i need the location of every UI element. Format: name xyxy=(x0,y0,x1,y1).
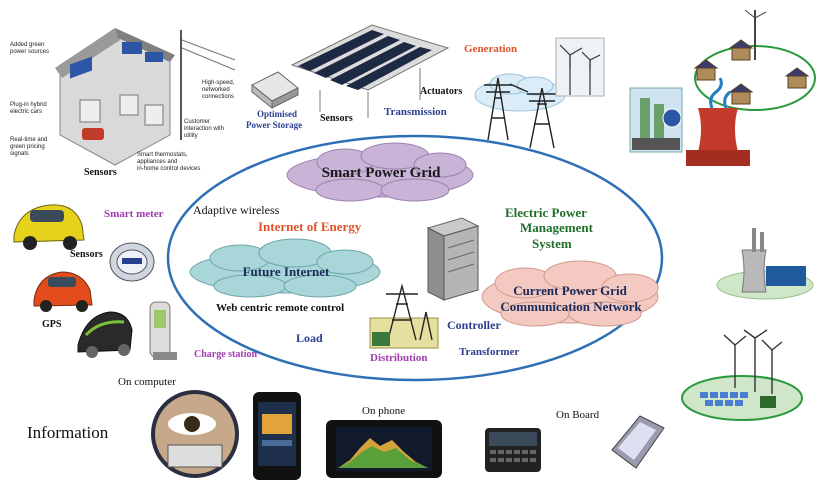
web-centric-label: Web centric remote control xyxy=(216,302,345,314)
on-phone-label: On phone xyxy=(362,405,406,417)
charge-station-icon xyxy=(149,301,177,360)
ems-line3: System xyxy=(532,236,572,251)
callout-realtime: Real-time and green pricing signals xyxy=(10,137,47,158)
actuators-label: Actuators xyxy=(420,86,463,97)
callout-smart-thermo-line3: in-home control devices xyxy=(137,166,201,172)
load-label: Load xyxy=(296,331,323,345)
wind-turbine-icon xyxy=(555,37,605,97)
smart-meter-label: Smart meter xyxy=(104,208,164,220)
callout-smart-thermo-line2: appliances and xyxy=(137,159,178,165)
cloud-smart-power-grid xyxy=(286,142,474,202)
tablet-icon xyxy=(326,420,442,478)
callout-plugin-line1: Plug-in hybrid xyxy=(10,102,47,108)
callout-added-green-line2: power sources xyxy=(10,49,50,55)
cloud-smart-power-grid-label: Smart Power Grid xyxy=(321,165,441,181)
callout-realtime-line3: signals xyxy=(10,151,29,157)
callout-highspeed-line1: High-speed, xyxy=(202,80,235,86)
on-board-label: On Board xyxy=(556,409,600,421)
micro-grid-houses-icon xyxy=(693,9,816,111)
transformer-label: Transformer xyxy=(459,346,520,358)
callout-added-green: Added green power sources xyxy=(10,42,49,56)
transmission-tower-icon xyxy=(474,73,566,149)
adaptive-wireless-label: Adaptive wireless xyxy=(193,203,280,217)
controller-label: Controller xyxy=(447,318,501,332)
cloud-future-internet xyxy=(189,238,381,298)
callout-customer-line2: interaction with xyxy=(184,126,225,132)
solar-panel-array-icon xyxy=(290,24,450,118)
internet-of-energy-label: Internet of Energy xyxy=(258,219,362,234)
sensors-car-label: Sensors xyxy=(70,249,103,260)
callout-plugin: Plug-in hybrid electric cars xyxy=(10,102,47,116)
cloud-current-power-grid xyxy=(481,260,659,327)
callout-realtime-line1: Real-time and xyxy=(10,137,48,143)
transmission-label: Transmission xyxy=(384,106,447,118)
callout-plugin-line2: electric cars xyxy=(10,109,43,115)
callout-highspeed: High-speed, networked connections xyxy=(202,80,234,101)
callout-highspeed-line3: connections xyxy=(202,94,235,100)
internet-of-energy-ellipse xyxy=(166,134,664,382)
electric-car-icon xyxy=(13,204,133,358)
distribution-substation-icon xyxy=(369,283,439,349)
cloud-current-grid-line1: Current Power Grid xyxy=(513,283,627,298)
wind-farm-icon xyxy=(681,329,803,421)
callout-customer-line1: Customer xyxy=(184,119,211,125)
ems-line2: Management xyxy=(520,220,593,235)
callout-smart-thermo-line1: Smart thermostats, xyxy=(137,152,188,158)
information-label: Information xyxy=(27,423,109,442)
sensors-solar-label: Sensors xyxy=(320,113,353,124)
cloud-future-internet-label: Future Internet xyxy=(242,264,330,279)
charge-station-label: Charge station xyxy=(194,349,258,360)
distribution-label: Distribution xyxy=(370,352,428,364)
sensors-house-label: Sensors xyxy=(84,167,117,178)
generation-label: Generation xyxy=(464,43,518,55)
callout-customer: Customer interaction with utility xyxy=(184,119,224,140)
optimised-storage-line1: Optimised xyxy=(257,109,298,119)
callout-highspeed-line2: networked xyxy=(202,87,230,93)
callout-added-green-line1: Added green xyxy=(10,42,45,48)
smart-meter-icon xyxy=(109,242,155,282)
ems-line1: Electric Power xyxy=(505,205,587,220)
cooling-tower-icon xyxy=(686,77,750,166)
laptop-eye-icon xyxy=(151,390,239,478)
smart-house-icon xyxy=(55,28,236,166)
server-rack-icon xyxy=(426,217,480,301)
callout-smart-thermo: Smart thermostats, appliances and in-hom… xyxy=(137,152,200,173)
on-computer-label: On computer xyxy=(118,376,176,388)
smartphone-icon xyxy=(253,392,301,480)
storage-device-icon xyxy=(251,71,299,110)
cloud-current-grid-line2: Communication Network xyxy=(500,299,642,314)
callout-realtime-line2: green pricing xyxy=(10,144,45,150)
optimised-storage-line2: Power Storage xyxy=(246,120,303,130)
factory-icon xyxy=(629,87,683,153)
handheld-device-icon xyxy=(485,415,665,472)
power-plant-icon xyxy=(716,228,814,300)
gps-label: GPS xyxy=(42,319,62,330)
callout-customer-line3: utility xyxy=(184,133,198,139)
